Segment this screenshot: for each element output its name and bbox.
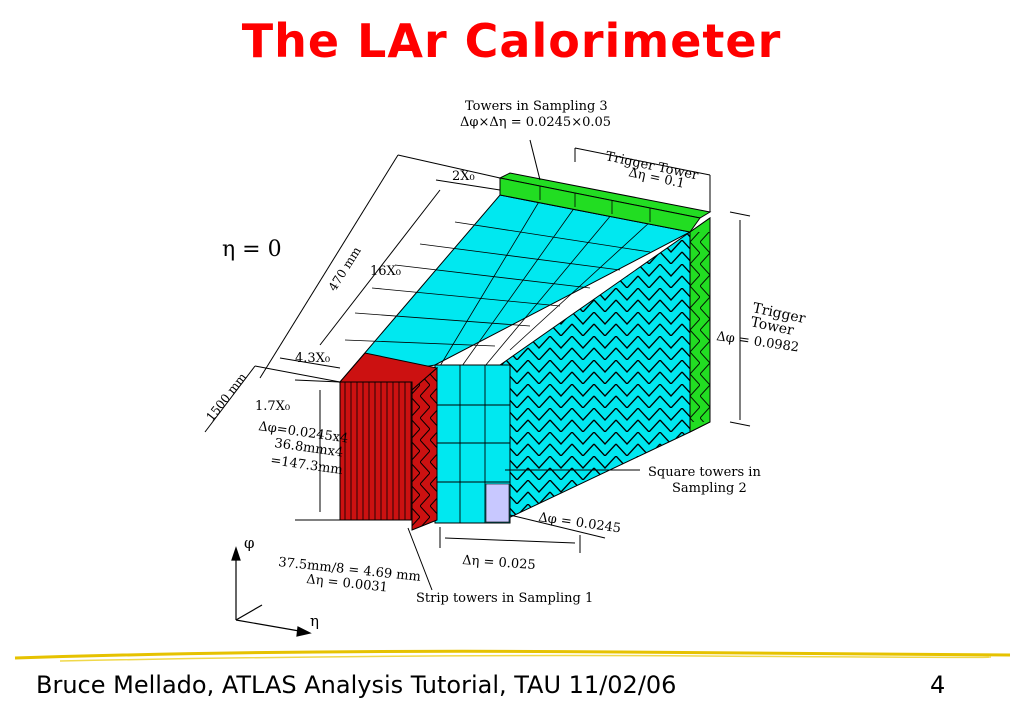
- dphi-square-label: Δφ = 0.0245: [537, 510, 621, 536]
- eta-zero-label: η = 0: [222, 237, 282, 262]
- mm1500-label: 1500 mm: [203, 370, 250, 424]
- strip-front-face: [339, 381, 413, 521]
- four-three-x0-label: 4.3X₀: [295, 351, 330, 366]
- axis-eta-label: η: [310, 612, 319, 630]
- deta-square-label: Δη = 0.025: [462, 553, 536, 573]
- footer-text: Bruce Mellado, ATLAS Analysis Tutorial, …: [36, 671, 677, 699]
- phi-eta-axes: [231, 546, 312, 637]
- sampling3-granularity-label: Δφ×Δη = 0.0245×0.05: [460, 115, 611, 130]
- highlight-cell: [485, 483, 510, 523]
- mm470-label: 470 mm: [326, 244, 364, 294]
- two-x0-label: 2X₀: [452, 169, 475, 184]
- page-title: The LAr Calorimeter: [241, 14, 782, 68]
- square-towers-label-1: Square towers in: [648, 465, 761, 480]
- page-number: 4: [930, 671, 946, 699]
- one-seven-x0-label: 1.7X₀: [255, 399, 290, 414]
- axis-phi-label: φ: [244, 534, 255, 552]
- sixteen-x0-label: 16X₀: [370, 264, 401, 279]
- footer-rule: [14, 649, 1011, 662]
- strip-towers-label: Strip towers in Sampling 1: [416, 591, 593, 606]
- dimension-lines: [204, 139, 751, 591]
- square-towers-label-2: Sampling 2: [672, 481, 747, 496]
- sampling3-title-label: Towers in Sampling 3: [465, 99, 608, 114]
